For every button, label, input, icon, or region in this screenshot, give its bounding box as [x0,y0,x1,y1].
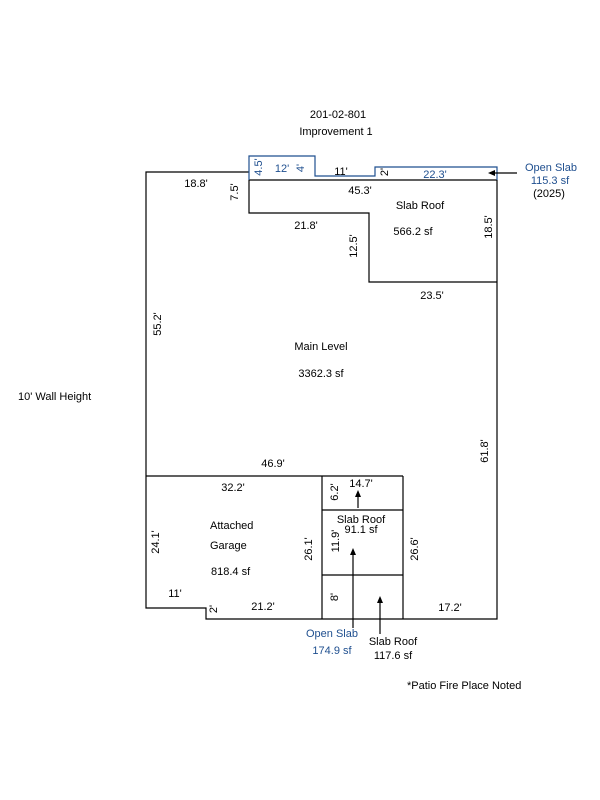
garage-label-line2: Garage [210,540,247,552]
main-level-outline [145,171,498,620]
dim-22-3: 22.3' [423,169,447,181]
dim-11-9: 11.9' [330,530,342,553]
slab-roof-top-area: 566.2 sf [393,226,433,238]
slab-roof-outline [248,180,497,283]
open-slab-bottom-label: Open Slab [306,628,358,640]
improvement-label: Improvement 1 [299,126,372,138]
main-level-label: Main Level [294,341,347,353]
dim-18-5: 18.5' [483,215,495,239]
arrowhead-open-slab-top [488,170,495,176]
parcel-id: 201-02-801 [310,109,366,121]
dim-32-2: 32.2' [221,482,245,494]
dim-12-5: 12.5' [348,234,360,258]
dim-4: 4' [295,164,307,172]
open-slab-top-area: 115.3 sf [531,175,570,187]
dim-23-5: 23.5' [420,290,444,302]
slab-roof-bottom-area: 117.6 sf [374,650,413,662]
arrowhead-slab-roof-small [355,490,361,497]
dim-26-1: 26.1' [303,537,315,561]
open-slab-top-year: (2025) [533,188,565,200]
dim-26-6: 26.6' [409,537,421,561]
dim-4-5: 4.5' [253,158,265,175]
dim-14-7: 14.7' [349,478,373,490]
dim-2-top: 2' [379,168,391,176]
dim-8: 8' [329,593,341,601]
dim-17-2: 17.2' [438,602,462,614]
slab-roof-top-label: Slab Roof [396,200,445,212]
slab-roof-bottom-label: Slab Roof [369,636,418,648]
dim-55-2: 55.2' [152,312,164,336]
open-slab-bottom-area: 174.9 sf [312,645,352,657]
dim-61-8: 61.8' [479,439,491,463]
dim-6-2: 6.2' [329,483,341,500]
open-slab-top-outline [248,155,498,180]
dim-46-9: 46.9' [261,458,285,470]
arrowhead-slab-roof-bottom [377,596,383,603]
slab-roof-small-area: 91.1 sf [344,524,378,536]
fire-place-note: *Patio Fire Place Noted [407,680,521,692]
dim-45-3: 45.3' [348,185,372,197]
dim-24-1: 24.1' [150,530,162,554]
garage-area: 818.4 sf [211,566,251,578]
open-slab-top-label: Open Slab [525,162,577,174]
garage-label-line1: Attached [210,520,253,532]
dim-11-bottom: 11' [168,588,182,600]
dim-12: 12' [275,163,289,175]
dim-11-top: 11' [334,166,348,178]
dim-2-bottom: 2' [208,605,220,613]
dim-21-8: 21.8' [294,220,318,232]
main-level-area: 3362.3 sf [298,368,344,380]
dim-7-5: 7.5' [229,183,241,200]
dim-18-8: 18.8' [184,178,208,190]
wall-height-note: 10' Wall Height [18,391,91,403]
slab-roof-small-label: Slab Roof [337,514,386,526]
dim-21-2: 21.2' [251,601,275,613]
arrowhead-open-slab-bottom [350,548,356,555]
